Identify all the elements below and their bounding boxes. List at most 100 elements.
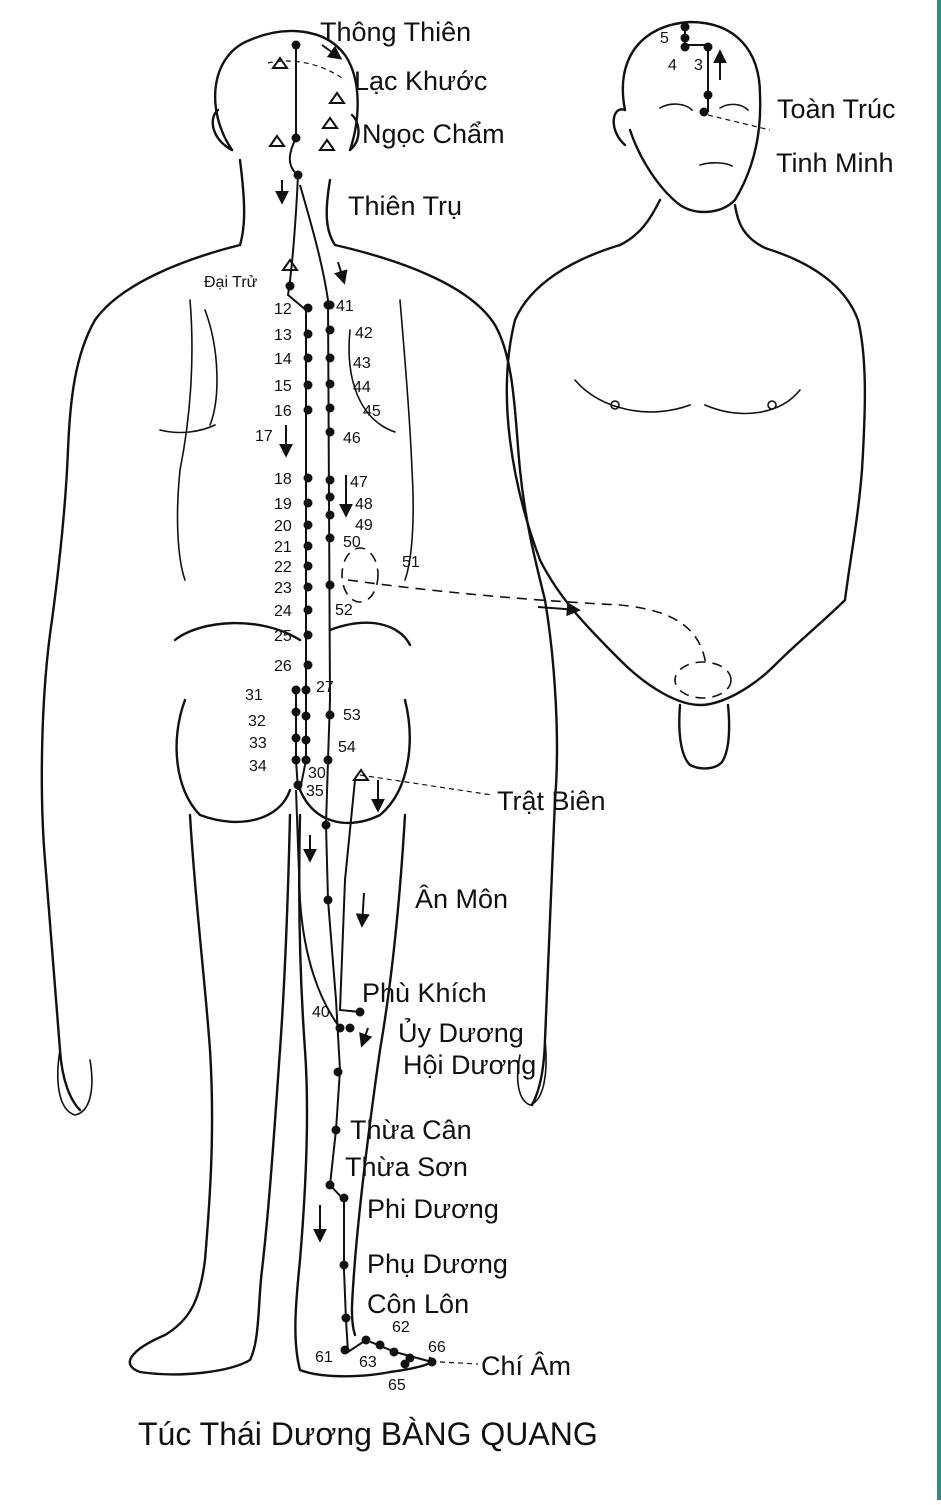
back-left-side [40, 243, 242, 1112]
acupoint-dot [389, 1347, 399, 1357]
acupoint-dot [303, 561, 313, 571]
acupoint-dot [325, 510, 335, 520]
point-number-foot-66: 66 [428, 1339, 446, 1356]
label-uy-duong: Ủy Dương [398, 1016, 524, 1048]
diagram-title: Túc Thái Dương BÀNG QUANG [138, 1416, 598, 1452]
point-labels: Thông Thiên Lạc Khước Ngọc Chẩm Thiên Tr… [204, 17, 896, 1381]
acupoint-dot [291, 40, 301, 50]
point-number-sacral-31: 31 [245, 687, 263, 704]
point-number-inner-24: 24 [274, 603, 292, 620]
point-number-sacral-27: 27 [316, 679, 334, 696]
acupoint-dot [303, 380, 313, 390]
acupoint-dot [303, 582, 313, 592]
point-number-inner-22: 22 [274, 559, 292, 576]
point-number-inner-26: 26 [274, 658, 292, 675]
acupoint-dot [331, 1125, 341, 1135]
label-con-lon: Côn Lôn [367, 1289, 469, 1319]
acupoint-dot [405, 1353, 415, 1363]
acupoint-dot [341, 1313, 351, 1323]
acupoint-dot [339, 1260, 349, 1270]
point-number-outer-47: 47 [350, 474, 368, 491]
point-number-outer-51: 51 [402, 554, 420, 571]
acupoint-dot [303, 405, 313, 415]
back-right-side [333, 243, 559, 1107]
acupoint-dot [291, 685, 301, 695]
point-number-inner-21: 21 [274, 539, 292, 556]
point-number-outer-46: 46 [343, 430, 361, 447]
acupoint-dot [323, 300, 333, 310]
acupoint-dot [680, 33, 690, 43]
acupoint-dot [335, 1023, 345, 1033]
point-number-head-3: 3 [694, 57, 703, 74]
point-number-outer-49: 49 [355, 517, 373, 534]
acupoint-dot [325, 403, 335, 413]
label-chi-am: Chí Âm [481, 1350, 571, 1381]
point-number-outer-41: 41 [336, 298, 354, 315]
acupoint-dot [703, 42, 713, 52]
acupoint-dot [680, 42, 690, 52]
flow-arrows [275, 44, 727, 1243]
label-an-mon: Ân Môn [415, 883, 508, 914]
acupoint-dot [325, 475, 335, 485]
point-number-sacral-35: 35 [306, 783, 324, 800]
acupoint-dot [680, 22, 690, 32]
point-number-foot-62: 62 [392, 1319, 410, 1336]
back-figure-outline [40, 29, 559, 1378]
label-phu-khich: Phù Khích [362, 978, 487, 1008]
acupoint-dot [699, 107, 709, 117]
acupoint-dot [325, 427, 335, 437]
point-number-outer-45: 45 [363, 403, 381, 420]
triangle-markers [268, 56, 370, 781]
back-left-leg [128, 813, 292, 1376]
acupoint-dot [303, 473, 313, 483]
point-number-outer-50: 50 [343, 534, 361, 551]
acupoint-dot [325, 710, 335, 720]
acupoint-dot [361, 1335, 371, 1345]
acupoint-dot [375, 1340, 385, 1350]
acupoint-dot [340, 1345, 350, 1355]
acupoint-dot [325, 325, 335, 335]
point-number-inner-25: 25 [274, 628, 292, 645]
acupoint-dot [325, 353, 335, 363]
point-number-sacral-54: 54 [338, 739, 356, 756]
point-number-inner-20: 20 [274, 518, 292, 535]
label-lac-khuoc: Lạc Khước [354, 66, 487, 96]
point-number-inner-12: 12 [274, 301, 292, 318]
acupoint-dot [303, 329, 313, 339]
meridian-lines [267, 27, 771, 1365]
point-number-inner-14: 14 [274, 351, 292, 368]
acupoint-dot [323, 895, 333, 905]
acupoint-dot [303, 353, 313, 363]
acupoint-dot [325, 1180, 335, 1190]
point-number-outer-43: 43 [353, 355, 371, 372]
acupoint-dot [325, 533, 335, 543]
acupoint-dot [293, 170, 303, 180]
point-number-head-5: 5 [660, 30, 669, 47]
acupoints [285, 22, 713, 1369]
label-hoi-duong: Hội Dương [403, 1050, 536, 1080]
label-ngoc-cham: Ngọc Chẩm [362, 119, 505, 149]
point-number-inner-18: 18 [274, 471, 292, 488]
label-thua-son: Thừa Sơn [345, 1152, 468, 1182]
point-number-outer-44: 44 [353, 379, 371, 396]
point-number-foot-63: 63 [359, 1354, 377, 1371]
teal-edge-bar [937, 0, 941, 1500]
acupoint-dot [293, 780, 303, 790]
acupoint-dot [427, 1357, 437, 1367]
label-dai-tru: Đại Trử [204, 274, 258, 291]
label-thong-thien: Thông Thiên [320, 17, 471, 47]
point-number-outer-48: 48 [355, 496, 373, 513]
acupoint-dot [303, 303, 313, 313]
point-number-head-4: 4 [668, 57, 677, 74]
acupoint-dot [301, 755, 311, 765]
acupoint-dot [303, 520, 313, 530]
acupoint-dot [291, 733, 301, 743]
point-number-foot-61: 61 [315, 1349, 333, 1366]
point-number-inner-13: 13 [274, 327, 292, 344]
acupoint-dot [291, 707, 301, 717]
point-number-foot-65: 65 [388, 1377, 406, 1394]
acupoint-dot [345, 1023, 355, 1033]
point-number-inner-16: 16 [274, 403, 292, 420]
